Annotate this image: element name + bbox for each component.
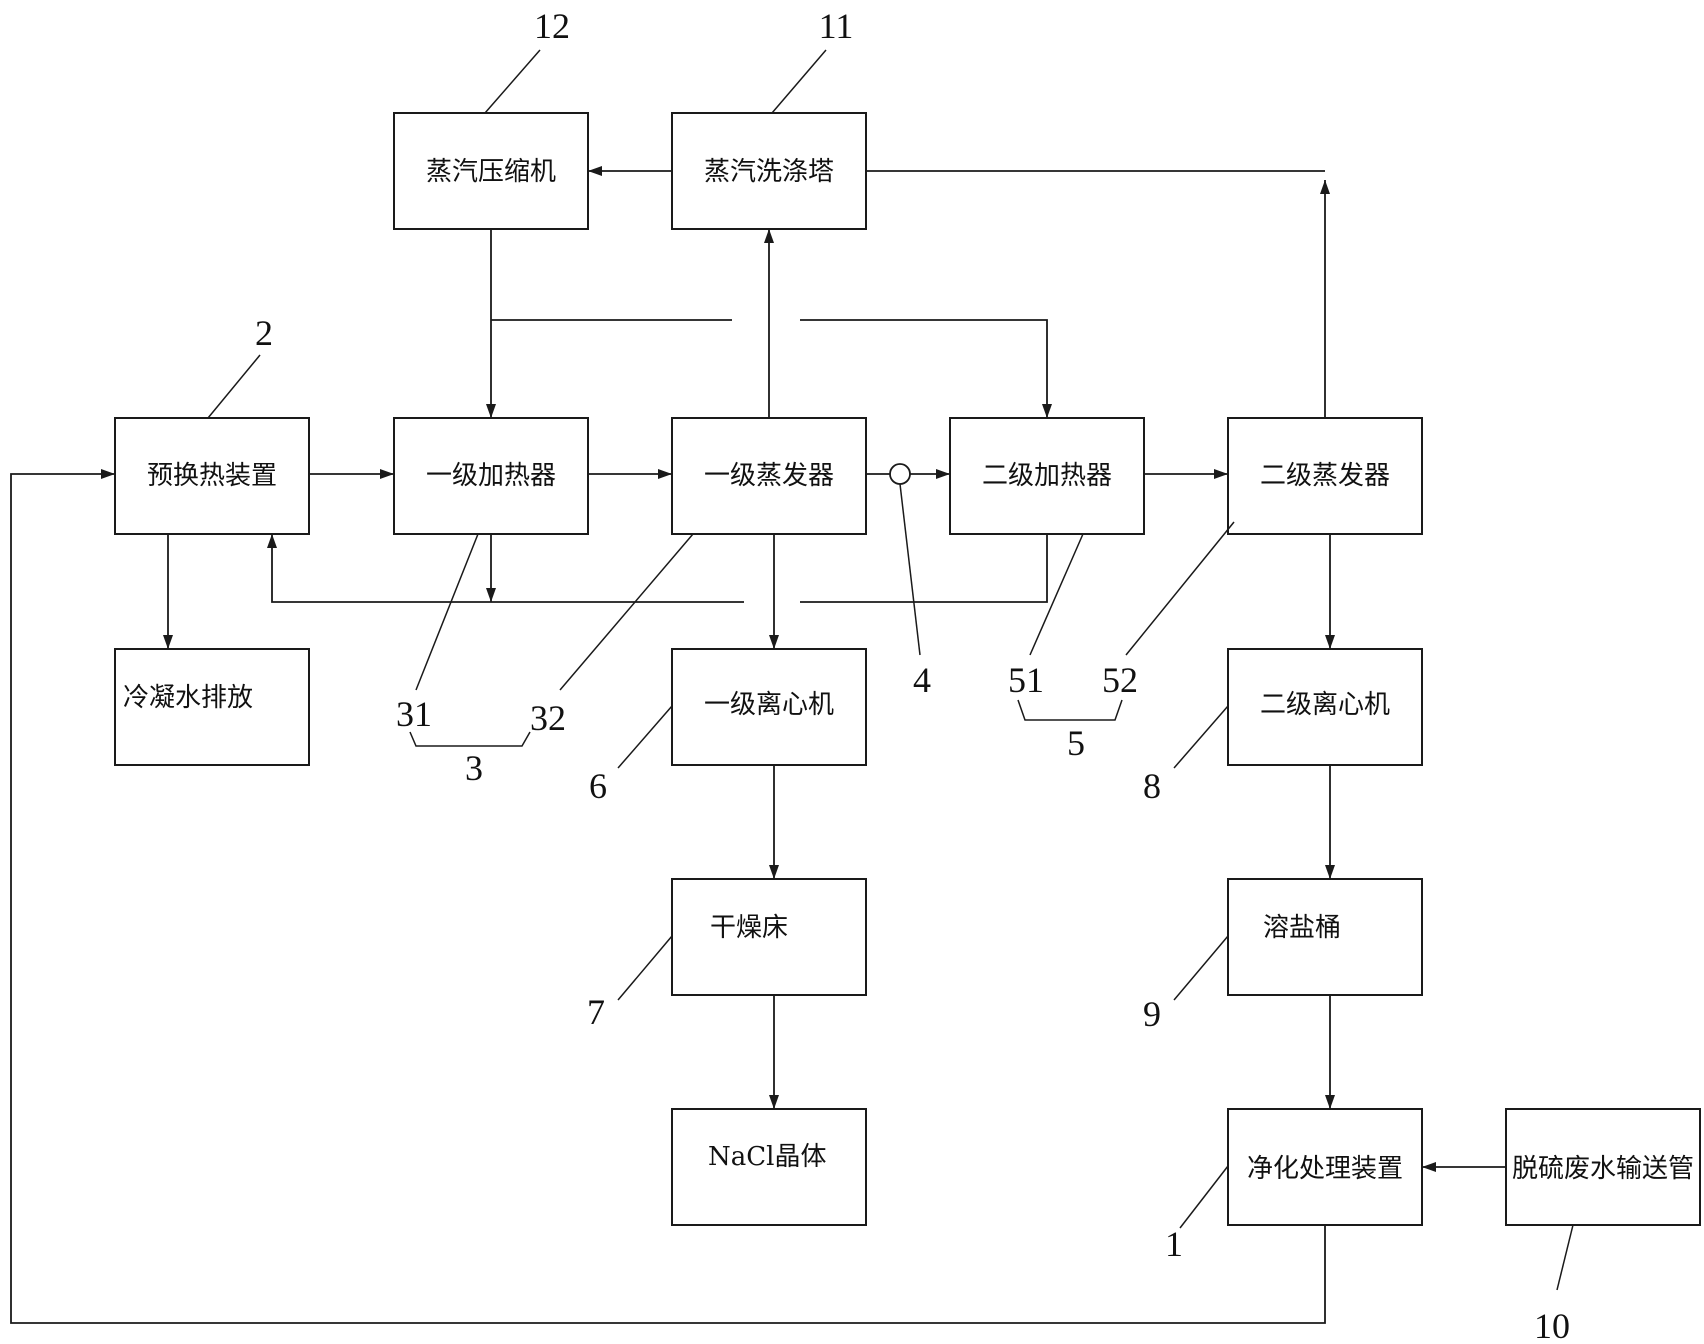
leader-7 [617,935,673,1001]
stage2-evaporator-label: 二级蒸发器 [1260,461,1390,491]
box-salt-dissolving-tank: 溶盐桶 [1227,878,1423,996]
line-heater2-condensate [800,534,1048,603]
steam-compressor-label: 蒸汽压缩机 [426,157,556,187]
ref-12: 12 [534,6,570,46]
bracket-3 [409,731,531,747]
arrow-purification-to-preheat [10,469,1326,1324]
leader-11 [771,49,827,114]
steam-scrubber-label: 蒸汽洗涤塔 [704,157,834,187]
leader-8 [1173,705,1229,769]
ref-4: 4 [913,660,931,700]
ref-8: 8 [1143,766,1161,806]
box-stage1-evaporator: 一级蒸发器 [671,417,867,535]
arrow-steam-to-heater2 [800,319,1052,418]
box-stage2-centrifuge: 二级离心机 [1227,648,1423,766]
leader-1 [1179,1165,1229,1229]
leader-32 [559,533,694,691]
leader-10 [1556,1224,1574,1291]
reference-numbers: 12 11 2 31 32 3 4 51 52 5 6 7 8 9 1 10 [255,6,1570,1344]
stage1-heater-label: 一级加热器 [426,461,556,491]
ref-5: 5 [1067,723,1085,763]
ref-52: 52 [1102,660,1138,700]
ref-2: 2 [255,313,273,353]
bracket-5 [1017,699,1123,721]
stage1-centrifuge-label: 一级离心机 [704,690,834,720]
leader-12 [484,49,541,114]
leader-6 [617,705,673,769]
box-purification-device: 净化处理装置 [1227,1108,1423,1226]
ref-10: 10 [1534,1306,1570,1344]
box-stage2-heater: 二级加热器 [949,417,1145,535]
box-preheat-device: 预换热装置 [114,417,310,535]
box-stage2-evaporator: 二级蒸发器 [1227,417,1423,535]
pump-symbol [889,463,911,485]
purification-device-label: 净化处理装置 [1247,1154,1403,1184]
ref-3: 3 [465,748,483,788]
box-steam-scrubber: 蒸汽洗涤塔 [671,112,867,230]
ref-1: 1 [1165,1224,1183,1264]
leader-51 [1029,533,1084,656]
stage2-heater-label: 二级加热器 [982,461,1112,491]
box-stage1-centrifuge: 一级离心机 [671,648,867,766]
box-drying-bed: 干燥床 [671,878,867,996]
ref-9: 9 [1143,994,1161,1034]
ref-51: 51 [1008,660,1044,700]
box-condensate-discharge: 冷凝水排放 [114,648,310,766]
box-stage1-heater: 一级加热器 [393,417,589,535]
leader-52 [1125,521,1235,656]
stage2-centrifuge-label: 二级离心机 [1260,690,1390,720]
condensate-discharge-label: 冷凝水排放 [123,683,253,713]
stage1-evaporator-label: 一级蒸发器 [704,461,834,491]
box-nacl-crystal: NaCl晶体 [671,1108,867,1226]
box-desulfurization-pipe: 脱硫废水输送管 [1505,1108,1701,1226]
arrow-condensate-to-preheat [267,534,744,603]
ref-11: 11 [819,6,854,46]
drying-bed-label: 干燥床 [710,913,788,943]
leader-2 [207,354,261,419]
leader-4 [899,483,921,656]
salt-dissolving-tank-label: 溶盐桶 [1263,913,1341,943]
leader-9 [1173,935,1229,1001]
box-steam-compressor: 蒸汽压缩机 [393,112,589,230]
leader-lines [207,49,1574,1291]
ref-31: 31 [396,694,432,734]
preheat-device-label: 预换热装置 [147,461,277,491]
ref-7: 7 [587,992,605,1032]
flow-lines [10,166,1506,1324]
ref-32: 32 [530,698,566,738]
leader-31 [415,533,479,691]
ref-6: 6 [589,766,607,806]
desulfurization-pipe-label: 脱硫废水输送管 [1512,1154,1694,1184]
nacl-crystal-label: NaCl晶体 [708,1142,826,1172]
